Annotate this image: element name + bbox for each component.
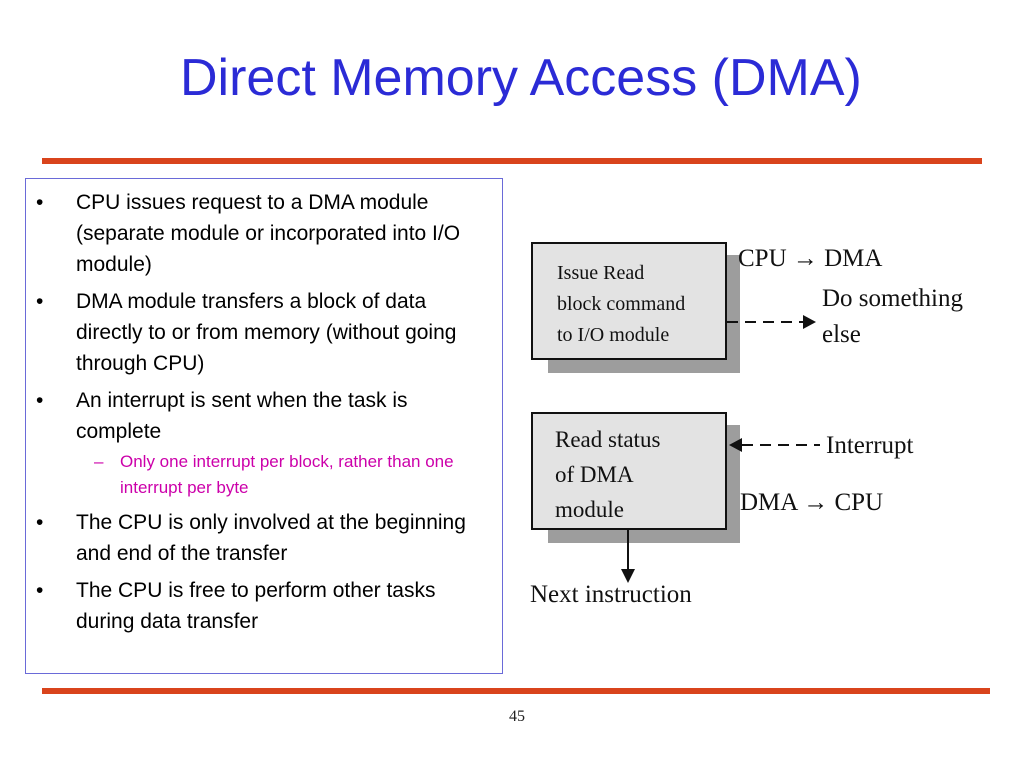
do-something-line-1: Do something <box>822 285 963 312</box>
sub-bullet-item: –Only one interrupt per block, rather th… <box>76 449 488 501</box>
read-status-line-1: Read status <box>555 427 661 452</box>
dma-to-cpu-label: DMA → CPU <box>740 489 884 516</box>
issue-read-line-3: to I/O module <box>557 324 670 346</box>
issue-read-line-1: Issue Read <box>557 262 645 284</box>
dashed-arrow-do-something <box>727 315 816 329</box>
read-status-box: Read status of DMA module <box>531 412 727 530</box>
bottom-divider <box>42 688 990 694</box>
bullet-text: DMA module transfers a block of data dir… <box>76 290 457 375</box>
bullet-text: An interrupt is sent when the task is co… <box>76 389 408 443</box>
read-status-line-2: of DMA <box>555 462 634 487</box>
do-something-line-2: else <box>822 321 861 348</box>
top-divider <box>42 158 982 164</box>
bullet-dot-icon: • <box>36 511 44 534</box>
interrupt-label: Interrupt <box>826 432 914 459</box>
bullet-text-box: • CPU issues request to a DMA module (sep… <box>25 178 503 674</box>
bullet-text: The CPU is only involved at the beginnin… <box>76 511 466 565</box>
page-number: 45 <box>509 708 525 725</box>
bullet-list: • CPU issues request to a DMA module (sep… <box>26 187 502 643</box>
bullet-item: • CPU issues request to a DMA module (sep… <box>26 187 502 280</box>
next-instruction-label: Next instruction <box>530 581 692 608</box>
sub-bullet-list: –Only one interrupt per block, rather th… <box>76 449 488 501</box>
arrow-next-instruction <box>621 530 635 583</box>
cpu-to-dma-label: CPU → DMA <box>738 245 883 272</box>
bullet-dot-icon: • <box>36 191 44 214</box>
issue-read-box: Issue Read block command to I/O module <box>531 242 727 360</box>
bullet-item: • DMA module transfers a block of data di… <box>26 286 502 379</box>
bullet-item: • The CPU is free to perform other tasks … <box>26 575 502 637</box>
slide-title: Direct Memory Access (DMA) <box>180 49 862 107</box>
sub-bullet-text: Only one interrupt per block, rather tha… <box>120 452 454 497</box>
bullet-item: • The CPU is only involved at the beginni… <box>26 507 502 569</box>
bullet-item: • An interrupt is sent when the task is c… <box>26 385 502 501</box>
dma-flow-diagram: Issue Read block command to I/O module R… <box>520 225 1010 625</box>
dash-icon: – <box>94 452 104 471</box>
diagram-arrows <box>621 315 820 583</box>
bullet-dot-icon: • <box>36 579 44 602</box>
bullet-text: The CPU is free to perform other tasks d… <box>76 579 436 633</box>
bullet-text: CPU issues request to a DMA module (sepa… <box>76 191 461 276</box>
bullet-dot-icon: • <box>36 389 44 412</box>
read-status-line-3: module <box>555 497 624 522</box>
issue-read-line-2: block command <box>557 293 686 315</box>
dashed-arrow-interrupt <box>729 438 820 452</box>
bullet-dot-icon: • <box>36 290 44 313</box>
